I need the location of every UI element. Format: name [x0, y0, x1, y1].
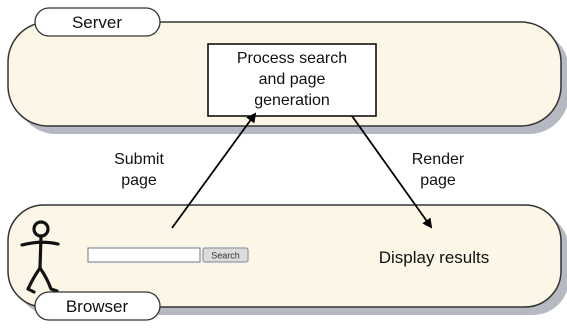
process-box-line-2: and page — [259, 71, 326, 88]
submit-edge-label-line-2: page — [121, 172, 157, 189]
submit-edge-label-line-1: Submit — [114, 151, 164, 168]
browser-panel-body — [7, 204, 562, 308]
render-edge-label-line-2: page — [420, 172, 456, 189]
search-input[interactable] — [87, 247, 201, 263]
display-results-label: Display results — [379, 248, 490, 267]
stick-figure-icon — [20, 220, 60, 294]
browser-label-tab — [34, 291, 161, 321]
process-box-line-3: generation — [254, 92, 330, 109]
search-button[interactable] — [202, 247, 249, 263]
submit-arrow — [171, 112, 257, 229]
process-box-rect — [207, 43, 377, 117]
process-box: Process search and page generation — [207, 43, 377, 117]
search-button-label: Search — [211, 251, 240, 261]
browser-label: Browser — [66, 297, 129, 316]
browser-panel: Search Display results Browser — [7, 204, 567, 321]
server-label: Server — [72, 13, 122, 32]
render-edge-label-line-1: Render — [412, 151, 465, 168]
server-label-tab — [34, 7, 161, 37]
process-box-line-1: Process search — [237, 50, 347, 67]
render-arrow — [351, 115, 433, 229]
